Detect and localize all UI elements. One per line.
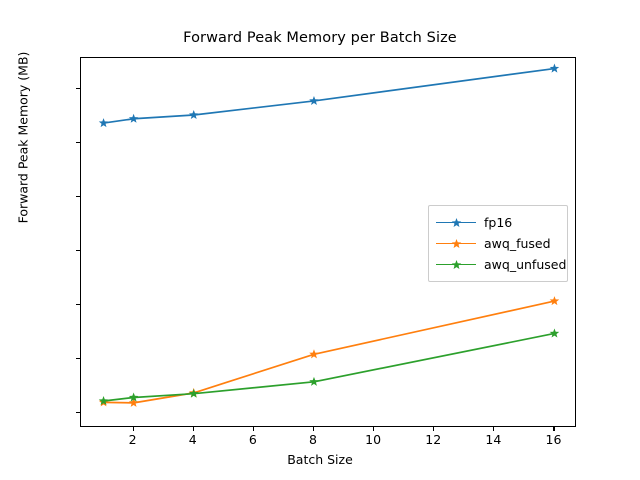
series-line xyxy=(103,300,555,404)
legend: fp16 awq_fused awq_unfused xyxy=(428,205,568,282)
x-tick-label: 14 xyxy=(485,432,502,447)
legend-label: fp16 xyxy=(484,215,513,230)
x-tick-label: 8 xyxy=(308,432,317,447)
y-tick-mark xyxy=(76,142,80,144)
data-point-marker xyxy=(128,113,139,123)
data-point-marker xyxy=(188,388,199,398)
x-tick-mark xyxy=(553,427,555,431)
data-point-marker xyxy=(309,376,319,386)
data-point-marker xyxy=(309,95,319,105)
x-tick-label: 16 xyxy=(545,432,562,447)
x-tick-label: 2 xyxy=(128,432,137,447)
x-tick-mark xyxy=(252,427,254,431)
x-tick-mark xyxy=(312,427,315,431)
legend-item-fp16[interactable]: fp16 xyxy=(436,212,559,233)
series-awq_unfused xyxy=(98,328,560,406)
data-point-marker xyxy=(549,328,560,338)
legend-swatch xyxy=(436,237,476,251)
y-tick-mark xyxy=(76,250,80,252)
series-fp16 xyxy=(98,63,560,128)
data-point-marker xyxy=(549,63,560,73)
data-point-marker xyxy=(98,395,109,406)
data-point-marker xyxy=(98,118,109,128)
x-tick-mark xyxy=(373,427,375,431)
legend-item-awq_unfused[interactable]: awq_unfused xyxy=(436,254,566,275)
data-point-marker xyxy=(128,392,139,402)
legend-swatch xyxy=(436,216,476,230)
data-point-marker xyxy=(188,109,199,120)
x-tick-mark xyxy=(132,427,134,431)
legend-label: awq_unfused xyxy=(484,257,567,272)
y-tick-mark xyxy=(76,412,80,414)
legend-star-icon xyxy=(451,217,462,227)
series-canvas xyxy=(98,63,560,407)
y-tick-mark xyxy=(76,196,80,198)
y-tick-mark xyxy=(76,304,80,306)
x-axis-label: Batch Size xyxy=(287,452,353,467)
x-tick-label: 4 xyxy=(188,432,197,447)
y-axis-tick-labels: 600080001000012000140001600018000 xyxy=(0,0,72,480)
y-tick-mark xyxy=(76,88,80,90)
data-point-marker xyxy=(128,397,139,407)
x-tick-mark xyxy=(433,427,435,431)
legend-item-awq_fused[interactable]: awq_fused xyxy=(436,233,559,254)
plot-area xyxy=(80,57,576,427)
data-point-marker xyxy=(549,296,560,306)
series-awq_fused xyxy=(98,296,560,407)
y-tick-mark xyxy=(76,358,80,360)
legend-swatch xyxy=(436,258,476,272)
data-point-marker xyxy=(309,349,319,359)
series-line xyxy=(103,67,555,124)
series-line xyxy=(103,332,555,402)
legend-label: awq_fused xyxy=(484,236,551,251)
legend-star-icon xyxy=(451,238,462,248)
x-tick-label: 10 xyxy=(365,432,382,447)
legend-star-icon xyxy=(451,259,462,269)
x-tick-mark xyxy=(192,427,194,431)
x-tick-label: 12 xyxy=(425,432,442,447)
x-tick-mark xyxy=(493,427,495,431)
chart-title: Forward Peak Memory per Batch Size xyxy=(183,30,457,46)
x-tick-label: 6 xyxy=(248,432,257,447)
